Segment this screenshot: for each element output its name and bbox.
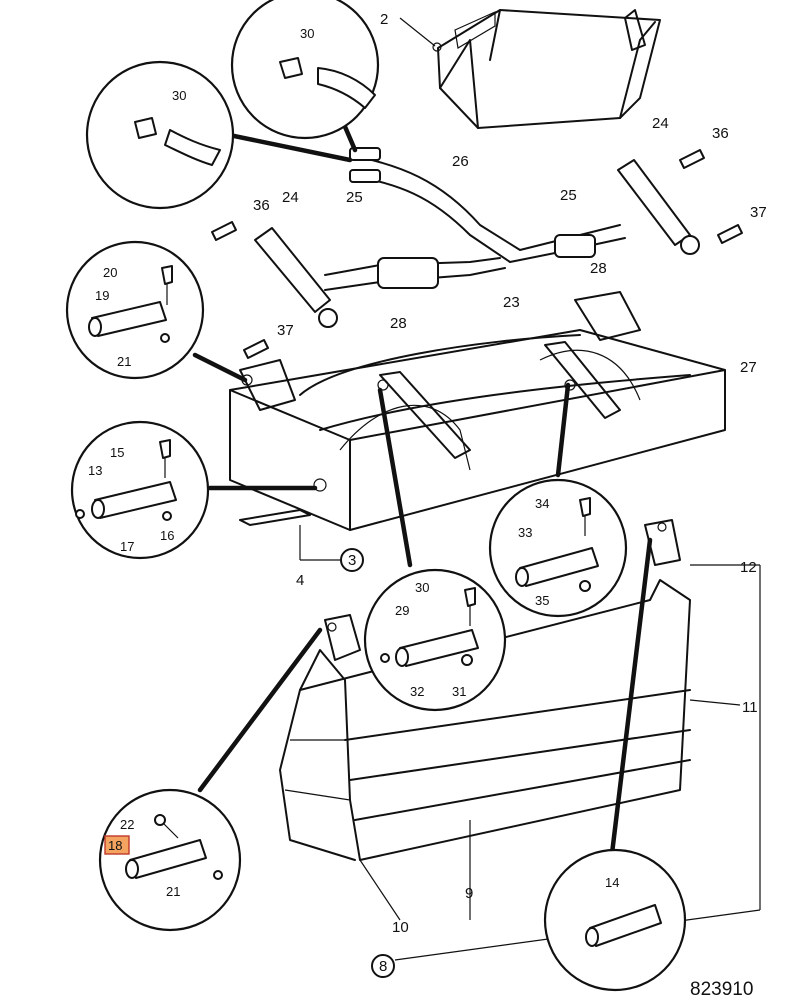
ram-left [254,227,338,328]
callout-9: 9 [465,885,473,902]
detail-29-part-31: 31 [452,684,466,699]
callout-11: 11 [742,699,758,716]
detail-19-part-20: 20 [103,265,117,280]
callout-28-right: 28 [590,260,607,277]
detail-bubble-29: 30 29 32 31 [363,568,507,712]
detail-29-part-30: 30 [415,580,429,595]
small-pins [211,149,743,359]
detail-bubble-30-left: 30 [85,60,235,210]
callout-27: 27 [740,359,757,376]
callout-36-right: 36 [712,125,729,142]
detail-33-part-33: 33 [518,525,532,540]
detail-bubble-13: 15 13 17 16 [70,420,210,560]
callout-25-left: 25 [346,189,363,206]
callout-28-left: 28 [390,315,407,332]
detail-leaders [192,112,653,873]
detail-29-part-29: 29 [395,603,409,618]
detail-19-part-21: 21 [117,354,131,369]
callout-8: 8 [379,958,387,975]
detail-30-left-label: 30 [172,88,186,103]
detail-33-part-35: 35 [535,593,549,608]
hydraulic-hoses [324,147,626,291]
detail-bubble-30-top: 30 [230,0,380,140]
callout-2: 2 [380,11,388,28]
drawing-number: 823910 [690,979,753,1000]
detail-19-part-19: 19 [95,288,109,303]
loader-frame [229,291,726,561]
detail-18-part-18: 18 [108,838,122,853]
callout-25-right: 25 [560,187,577,204]
callout-12: 12 [740,559,757,576]
callout-37-left: 37 [277,322,294,339]
detail-14-part-14: 14 [605,875,619,890]
callout-36-left: 36 [253,197,270,214]
bucket [279,519,761,961]
callout-37-right: 37 [750,204,767,221]
callout-circle-3 [340,548,364,572]
detail-bubble-19: 20 19 21 [65,240,205,380]
detail-bubble-18: 22 18 21 [98,788,242,932]
detail-13-part-17: 17 [120,539,134,554]
callout-4: 4 [296,572,304,589]
ram-right [617,159,700,255]
detail-18-part-22: 22 [120,817,134,832]
callout-23: 23 [503,294,520,311]
detail-13-part-13: 13 [88,463,102,478]
callout-3: 3 [348,552,356,569]
bucket-part-top [399,9,661,129]
detail-13-part-16: 16 [160,528,174,543]
callout-24-right: 24 [652,115,669,132]
callout-10: 10 [392,919,409,936]
detail-13-part-15: 15 [110,445,124,460]
callout-26: 26 [452,153,469,170]
detail-bubble-14: 14 [543,848,687,992]
callout-circle-8 [371,954,395,978]
callout-24-left: 24 [282,189,299,206]
main-callouts: 2 36 24 26 36 24 25 25 37 37 28 28 23 27… [253,11,767,975]
detail-30-top-label: 30 [300,26,314,41]
detail-18-part-21: 21 [166,884,180,899]
highlight-box-18 [104,835,130,855]
detail-bubble-33: 34 33 35 [488,478,628,618]
detail-29-part-32: 32 [410,684,424,699]
detail-33-part-34: 34 [535,496,549,511]
